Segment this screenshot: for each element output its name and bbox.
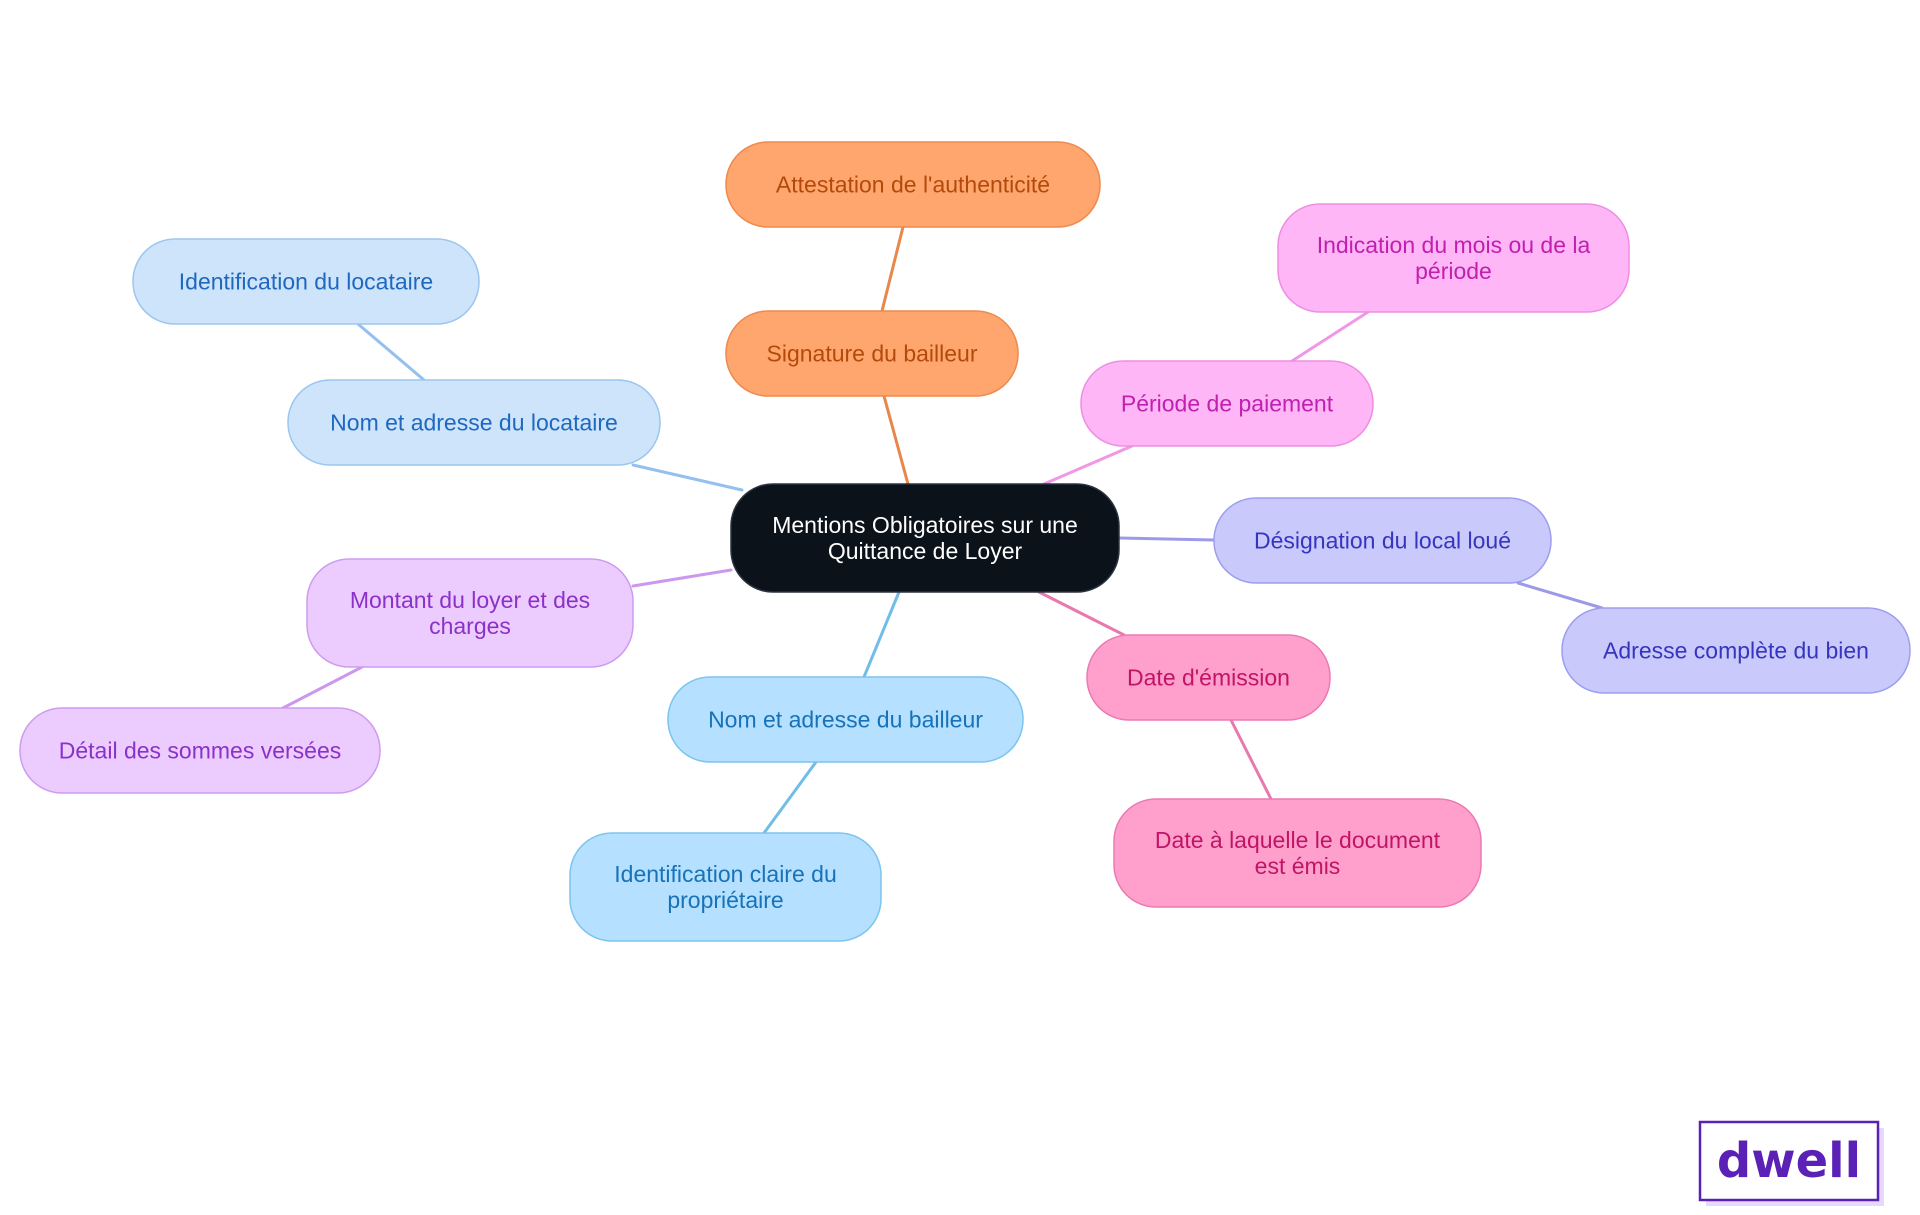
node-bailleur: Nom et adresse du bailleur [667,676,1024,763]
node-montant-box [306,558,634,668]
node-designation-child-label-line: Adresse complète du bien [1603,638,1869,664]
node-locataire-child: Identification du locataire [132,238,480,325]
node-emission-box [1086,634,1331,721]
edge-bailleur-child [762,760,818,835]
node-periode-box [1080,360,1374,447]
node-locataire-label-line: Nom et adresse du locataire [330,410,618,436]
node-montant-child-label-line: Détail des sommes versées [59,738,342,764]
edge-designation-child [1516,581,1604,610]
node-bailleur-child-label-line: Identification claire du [614,861,836,887]
node-signature-box [725,310,1019,397]
node-signature: Signature du bailleur [725,310,1019,397]
node-locataire-child-label-line: Identification du locataire [179,269,433,295]
node-emission-label-line: Date d'émission [1127,665,1290,691]
node-designation-label-line: Désignation du local loué [1254,528,1511,554]
logo-text: dwell [1717,1133,1861,1189]
edge-root-montant [631,568,733,588]
node-montant-child-box [19,707,381,794]
central-node-label-line: Mentions Obligatoires sur une [772,512,1078,538]
dwell-logo: dwell [1698,1120,1884,1206]
node-bailleur-child-box [569,832,882,942]
node-bailleur-label-line: Nom et adresse du bailleur [708,707,983,733]
edge-emission-child [1229,718,1273,801]
edge-root-designation [1117,536,1216,542]
node-signature-label-line: Signature du bailleur [767,341,978,367]
node-bailleur-box [667,676,1024,763]
edge-root-signature [882,394,910,486]
node-signature-child: Attestation de l'authenticité [725,141,1101,228]
central-node-box [730,483,1120,593]
node-emission-child-box [1113,798,1482,908]
node-signature-child-box [725,141,1101,228]
node-periode-label-line: Période de paiement [1121,391,1334,417]
node-emission: Date d'émission [1086,634,1331,721]
node-bailleur-child-label-line: propriétaire [667,887,783,913]
edge-root-locataire [631,463,744,492]
central-node-label-line: Quittance de Loyer [828,538,1023,564]
node-locataire-box [287,379,661,466]
edges [281,225,1604,835]
node-emission-child-label-line: est émis [1255,853,1341,879]
node-signature-child-label-line: Attestation de l'authenticité [776,172,1050,198]
node-designation-child: Adresse complète du bien [1561,607,1911,694]
node-periode-child-label-line: Indication du mois ou de la [1317,232,1591,258]
edge-root-emission [1037,590,1126,637]
edge-locataire-child [356,322,426,382]
edge-signature-child [880,225,905,313]
node-montant-label-line: charges [429,613,511,639]
node-locataire-child-box [132,238,480,325]
node-designation: Désignation du local loué [1213,497,1552,584]
node-periode-child-box [1277,203,1630,313]
node-designation-child-box [1561,607,1911,694]
node-locataire: Nom et adresse du locataire [287,379,661,466]
node-emission-child-label-line: Date à laquelle le document [1155,827,1441,853]
node-montant-label-line: Montant du loyer et des [350,587,590,613]
node-montant-child: Détail des sommes versées [19,707,381,794]
node-designation-box [1213,497,1552,584]
logo-frame [1698,1120,1880,1202]
edge-periode-child [1290,310,1370,363]
node-periode-child-label-line: période [1415,258,1492,284]
nodes: Signature du bailleur Attestation de l'au… [19,141,1911,942]
edge-root-periode [1042,444,1134,486]
edge-root-bailleur [862,590,901,679]
node-periode: Période de paiement [1080,360,1374,447]
edge-montant-child [281,665,364,710]
